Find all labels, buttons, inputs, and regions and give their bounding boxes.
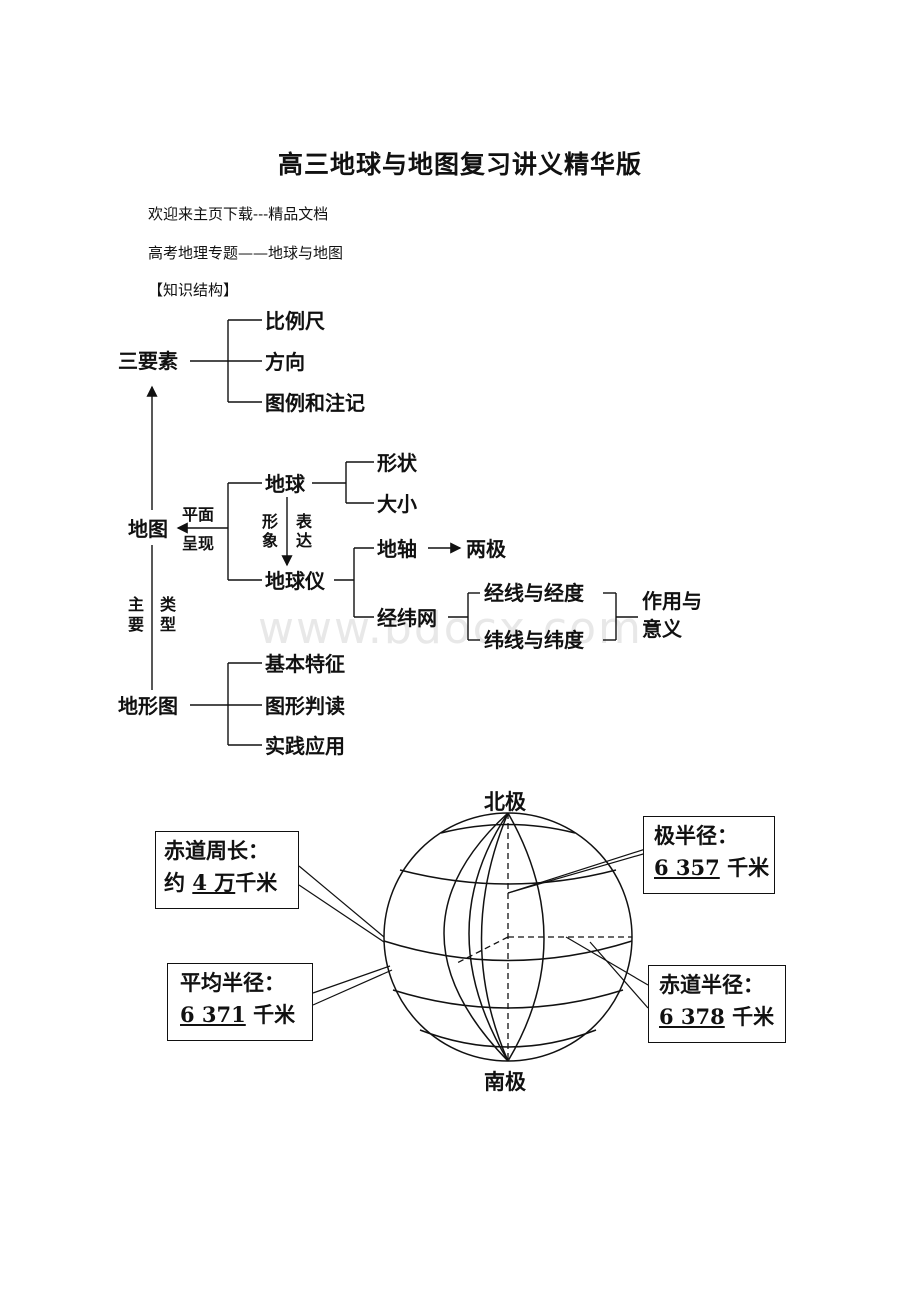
polar-radius-unit: 千米: [727, 855, 770, 880]
node-map: 地图: [128, 517, 168, 541]
latitude-south: [392, 989, 624, 1009]
globe-outline: [383, 812, 633, 1062]
node-three-elements: 三要素: [118, 349, 178, 373]
node-shape: 形状: [377, 451, 418, 475]
equator: [383, 940, 633, 962]
meridian-right: [507, 812, 545, 1062]
equator-radius-value: 6 378: [659, 1004, 725, 1029]
node-effect-1: 作用与: [642, 589, 702, 613]
mean-radius-unit: 千米: [253, 1002, 296, 1027]
section-heading: 【知识结构】: [148, 281, 239, 299]
equator-radius-unit: 千米: [732, 1004, 775, 1029]
mean-radius-box: 平均半径： 6 371 千米: [167, 963, 313, 1041]
polar-radius-value: 6 357: [654, 855, 720, 880]
globe-lines: [383, 812, 633, 1062]
callout-leaders: [298, 844, 659, 1009]
label-type-2: 型: [160, 615, 176, 634]
node-direction: 方向: [265, 350, 305, 374]
knowledge-structure-diagram: 三要素 比例尺 方向 图例和注记 地图 平面 呈现 地球 形状 大小 形 象 表…: [118, 309, 702, 758]
equator-radius-box: 赤道半径： 6 378 千米: [648, 965, 786, 1043]
polar-radius-box: 极半径： 6 357 千米: [643, 816, 775, 894]
label-express-4: 达: [296, 531, 312, 550]
node-reading: 图形判读: [265, 694, 345, 718]
node-axis: 地轴: [377, 537, 417, 561]
node-earth: 地球: [265, 472, 306, 496]
watermark: www.bdocx.com: [258, 603, 643, 654]
equator-circumference-box: 赤道周长： 约 4 万千米: [155, 831, 299, 909]
node-parallel: 纬线与纬度: [484, 628, 585, 652]
node-scale: 比例尺: [265, 309, 325, 333]
south-pole-label: 南极: [484, 1069, 526, 1094]
equator-circumference-prefix: 约: [164, 870, 185, 895]
equator-circumference-value-line: 约 4 万千米: [164, 867, 298, 899]
equator-circumference-title: 赤道周长：: [164, 838, 269, 863]
label-type-1: 类: [160, 595, 177, 614]
globe-axes: [454, 813, 632, 1061]
label-main-2: 要: [128, 615, 144, 634]
meridian-central: [480, 812, 509, 1062]
latitude-north-top: [440, 823, 576, 834]
mean-radius-title: 平均半径：: [180, 970, 285, 995]
polar-radius-title: 极半径：: [654, 823, 738, 848]
node-graticule: 经纬网: [377, 606, 437, 630]
node-topo-map: 地形图: [118, 694, 178, 718]
label-express-2: 象: [262, 531, 278, 550]
node-legend-notes: 图例和注记: [265, 391, 365, 415]
latitude-north: [399, 869, 617, 885]
node-basic-features: 基本特征: [265, 652, 345, 676]
label-express-1: 形: [262, 512, 278, 531]
equator-radius-value-line: 6 378 千米: [659, 1001, 785, 1033]
label-main-1: 主: [128, 595, 144, 614]
depth-axis-dashed: [454, 936, 509, 965]
label-plane-1: 平面: [182, 505, 214, 524]
node-meridian: 经线与经度: [484, 581, 585, 605]
node-poles: 两极: [466, 537, 507, 561]
label-express-3: 表: [295, 512, 313, 531]
meridian-left-inner: [468, 812, 509, 1062]
meridian-left-outer: [443, 812, 509, 1062]
node-practice: 实践应用: [265, 734, 345, 758]
intro-line: 欢迎来主页下载---精品文档: [148, 205, 329, 223]
mean-radius-value: 6 371: [180, 1002, 246, 1027]
node-effect-2: 意义: [642, 617, 682, 641]
latitude-south-low: [419, 1029, 597, 1048]
north-pole-label: 北极: [484, 789, 526, 814]
equator-circumference-unit: 千米: [235, 870, 278, 895]
node-globe: 地球仪: [265, 569, 326, 593]
mean-radius-value-line: 6 371 千米: [180, 999, 312, 1031]
tree-connectors: [146, 319, 638, 746]
topic-line: 高考地理专题——地球与地图: [148, 244, 344, 262]
equator-radius-title: 赤道半径：: [659, 972, 764, 997]
document-title: 高三地球与地图复习讲义精华版: [277, 150, 642, 179]
label-plane-2: 呈现: [182, 534, 214, 553]
node-size: 大小: [377, 492, 417, 516]
equator-circumference-value: 4 万: [192, 870, 236, 895]
polar-radius-value-line: 6 357 千米: [654, 852, 774, 884]
